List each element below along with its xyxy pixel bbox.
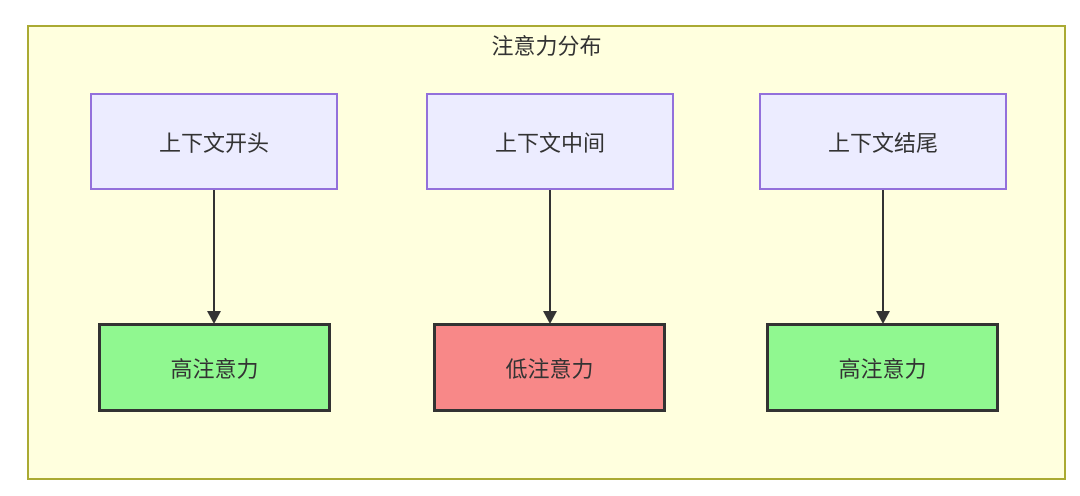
diagram-container: 注意力分布 上下文开头 高注意力 上下文中间 低注意力 上下文结尾 高注意力 <box>27 25 1066 480</box>
node-label: 上下文中间 <box>494 131 605 157</box>
node-low-attention: 低注意力 <box>433 323 666 412</box>
node-label: 高注意力 <box>838 357 927 383</box>
arrowhead-down-icon <box>543 311 557 324</box>
node-context-end: 上下文结尾 <box>759 93 1007 190</box>
arrow-3 <box>882 190 884 311</box>
diagram-title: 注意力分布 <box>491 35 602 60</box>
node-context-middle: 上下文中间 <box>426 93 674 190</box>
arrowhead-down-icon <box>876 311 890 324</box>
node-label: 上下文开头 <box>158 131 269 157</box>
arrow-1 <box>213 190 215 311</box>
arrowhead-down-icon <box>207 311 221 324</box>
node-label: 上下文结尾 <box>827 131 938 157</box>
node-high-attention-2: 高注意力 <box>766 323 999 412</box>
node-context-begin: 上下文开头 <box>90 93 338 190</box>
node-label: 低注意力 <box>505 357 594 383</box>
node-high-attention-1: 高注意力 <box>98 323 331 412</box>
node-label: 高注意力 <box>170 357 259 383</box>
arrow-2 <box>549 190 551 311</box>
